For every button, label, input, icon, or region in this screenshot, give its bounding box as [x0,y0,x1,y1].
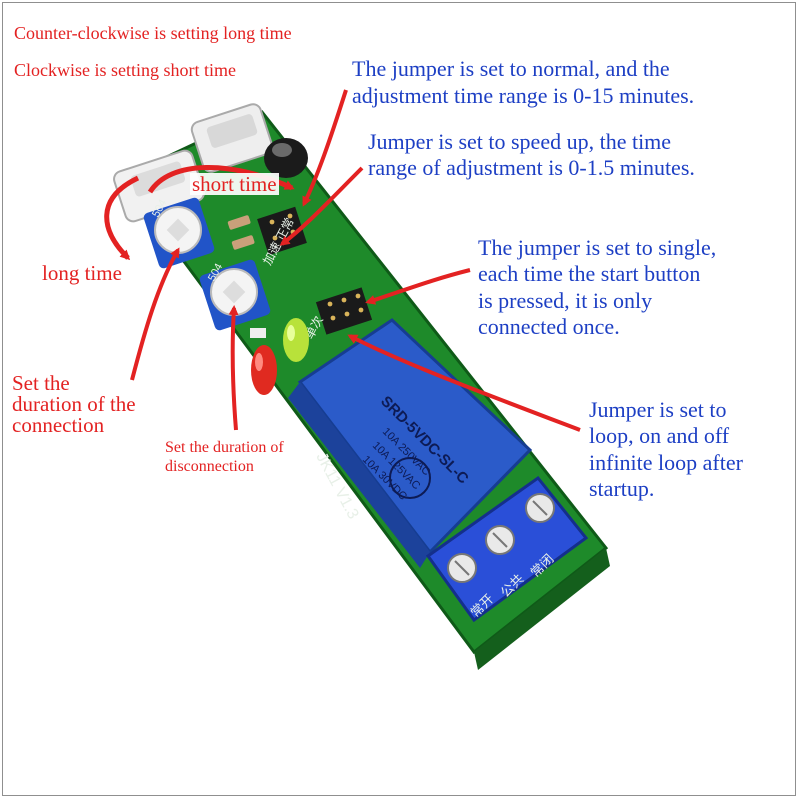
duration-connection-caption-line-1: Set the [12,371,70,395]
power-connector [190,103,274,173]
arrow-jumper-loop [347,334,581,432]
jumper-single-caption-line-2: each time the start button [478,261,701,286]
jumper-loop-caption-line-1: Jumper is set to [589,397,727,422]
potentiometer-right: 504 [199,259,271,331]
duration-disconnection-caption-line-1: Set the duration of [165,439,284,456]
jumper-loop-caption-line-3: infinite loop after [589,450,743,475]
led-red [251,345,277,395]
cw-short-caption: Clockwise is setting short time [14,60,236,80]
jumper-speed-caption-line-2: range of adjustment is 0-1.5 minutes. [368,155,695,180]
jumper-single-caption-line-4: connected once. [478,314,620,339]
arrow-jumper-single [365,268,471,305]
arrow-long-time [104,175,140,261]
duration-connection-caption-line-3: connection [12,413,105,437]
jumper-speed-caption-line-1: Jumper is set to speed up, the time [368,129,672,154]
relay: SRD-5VDC-SL-C 10A 250VAC 10A 125VAC 10A … [288,318,533,568]
long-time-label: long time [42,261,122,285]
start-button [250,328,266,338]
jumper-single-caption-line-3: is pressed, it is only [478,288,653,313]
arrow-jumper-speed [279,166,364,246]
jumper-loop-caption-line-4: startup. [589,476,655,501]
jumper-normal-caption-line-2: adjustment time range is 0-15 minutes. [352,83,695,108]
duration-disconnection-caption-line-2: disconnection [165,458,254,475]
jumper-normal-caption-line-1: The jumper is set to normal, and the [352,56,670,81]
arrow-jumper-normal [302,89,348,207]
resistor-2 [231,235,255,250]
electrolytic-capacitor [264,138,308,178]
arrow-duration-connection [130,247,180,381]
ccw-long-caption: Counter-clockwise is setting long time [14,23,292,43]
duration-connection-caption-line-2: duration of the [12,392,136,416]
pcb-edge [474,548,610,670]
mode-jumper-header: 加速 正常 [257,206,307,267]
jumper-single-caption-line-1: The jumper is set to single, [478,235,717,260]
jumper-loop-caption-line-2: loop, on and off [589,423,730,448]
resistor-1 [227,215,251,230]
arrow-duration-disconnection [228,305,239,431]
led-green [283,318,309,362]
short-time-label: short time [190,172,279,196]
potentiometer-left: 504 [143,198,215,269]
certification-logo [389,457,431,499]
